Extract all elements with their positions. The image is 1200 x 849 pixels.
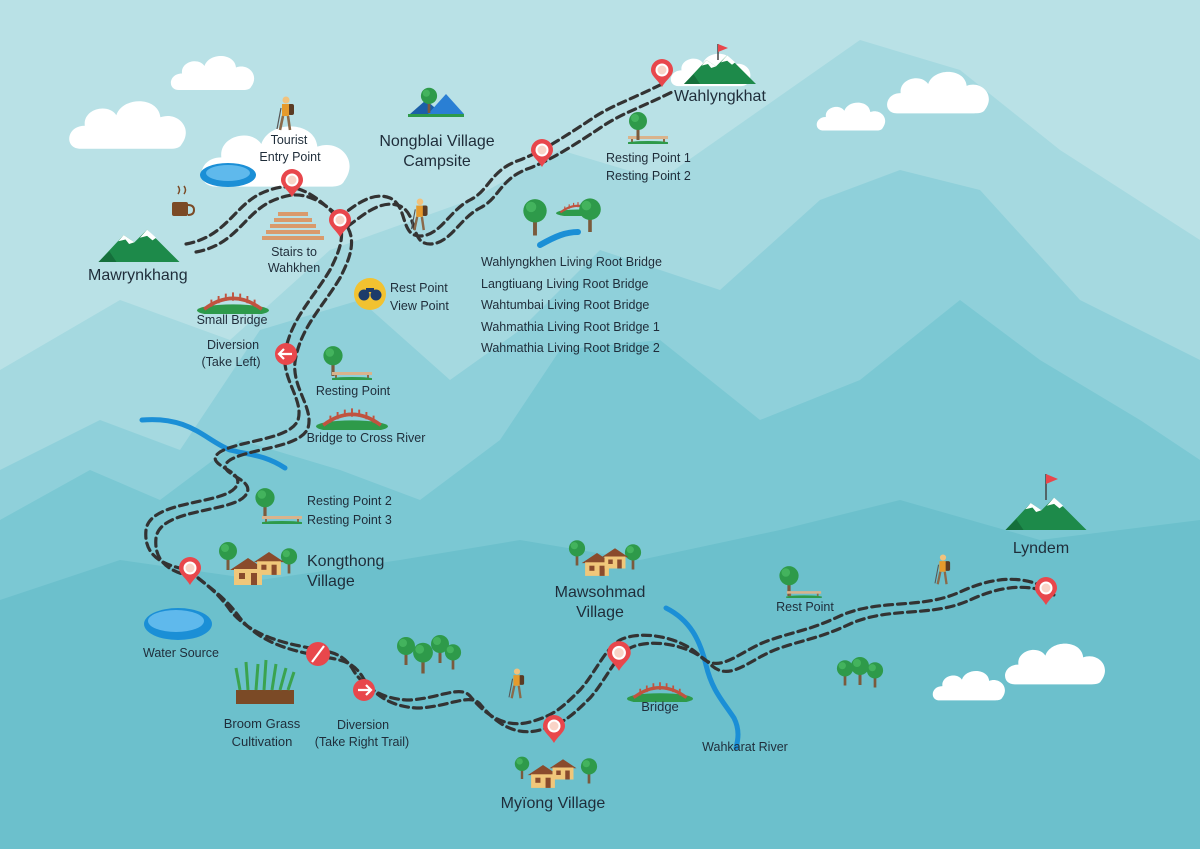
label-resting-1: Resting Point 1 [606,151,691,165]
label-rest-point: Rest Point [776,600,834,614]
label-diversion-right-2: (Take Right Trail) [315,735,409,749]
rivers [139,163,741,751]
label-nongblai-2: Campsite [403,153,471,170]
label-bridge: Bridge [641,699,679,714]
label-resting-2b: Resting Point 2 [307,494,392,508]
label-resting-2: Resting Point 2 [606,169,691,183]
label-nongblai-1: Nongblai Village [379,133,494,150]
label-tourist-entry-1: Tourist [271,133,308,147]
label-root-bridge-3: Wahtumbai Living Root Bridge [481,298,649,312]
label-root-bridge-2: Langtiuang Living Root Bridge [481,277,649,291]
trail [144,82,1048,726]
label-mawsohmad-2: Village [576,604,624,621]
label-mawrynkhang: Mawrynkhang [88,267,188,284]
stairs-icon [262,212,324,240]
tent-icon [408,94,464,117]
label-kongthong-2: Village [307,573,355,590]
label-water-source: Water Source [143,646,219,660]
label-diversion-right-1: Diversion [337,718,389,732]
label-rest-point-view-1: Rest Point [390,281,448,295]
map-icons [172,87,952,788]
label-rest-point-view-2: View Point [390,299,449,313]
flag-icon [1045,474,1058,500]
label-lyndem: Lyndem [1013,540,1069,557]
broom-pin-icon [306,642,330,666]
tea-cup-icon [172,185,196,216]
label-mawsohmad-1: Mawsohmad [555,584,646,601]
label-resting-point: Resting Point [316,384,391,398]
label-root-bridge-4: Wahmathia Living Root Bridge 1 [481,320,660,334]
label-stairs-2: Wahkhen [268,261,320,275]
label-myiong: Myïong Village [501,795,606,812]
label-diversion-left-1: Diversion [207,338,259,352]
label-wahlyngkhat: Wahlyngkhat [674,88,766,105]
label-broom-1: Broom Grass [224,716,301,731]
flag-icon [717,44,728,60]
arrow-right-icon [353,679,375,701]
label-root-bridge-1: Wahlyngkhen Living Root Bridge [481,255,662,269]
trail-parallel [154,90,1058,734]
label-resting-3: Resting Point 3 [307,513,392,527]
labels: Mawrynkhang Tourist Entry Point Stairs t… [88,88,1069,812]
trail-pins [179,59,1057,743]
label-broom-2: Cultivation [232,734,293,749]
label-wahkarat: Wahkarat River [702,740,788,754]
label-stairs-1: Stairs to [271,245,317,259]
arrow-left-icon [275,343,297,365]
label-bridge-river: Bridge to Cross River [307,431,426,445]
label-diversion-left-2: (Take Left) [201,355,260,369]
label-small-bridge: Small Bridge [197,313,268,327]
label-tourist-entry-2: Entry Point [259,150,321,164]
binoculars-icon [354,278,386,310]
label-root-bridge-5: Wahmathia Living Root Bridge 2 [481,341,660,355]
broom-grass-icon [234,659,296,704]
peaks [98,44,1087,530]
label-kongthong-1: Kongthong [307,553,384,570]
